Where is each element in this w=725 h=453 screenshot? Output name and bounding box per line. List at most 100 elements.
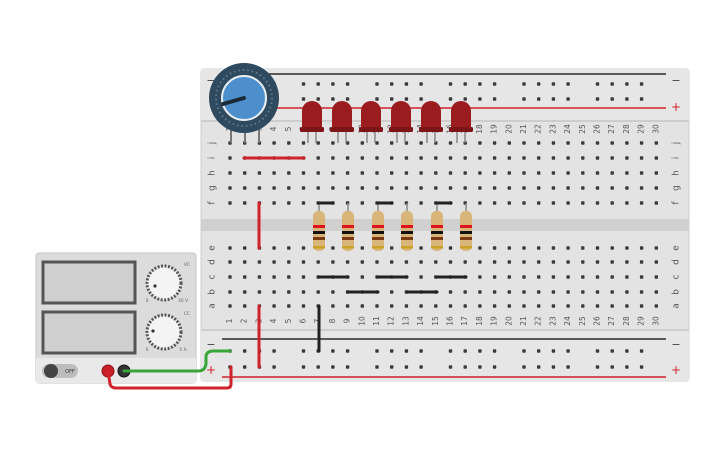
strip-hole[interactable] [419, 275, 423, 279]
resistor[interactable] [313, 203, 325, 251]
strip-hole[interactable] [610, 141, 614, 145]
rail-hole[interactable] [463, 349, 467, 353]
strip-hole[interactable] [566, 275, 570, 279]
strip-hole[interactable] [581, 156, 585, 160]
strip-hole[interactable] [301, 201, 306, 205]
strip-hole[interactable] [581, 141, 585, 145]
strip-hole[interactable] [566, 186, 570, 190]
strip-hole[interactable] [331, 171, 335, 175]
strip-hole[interactable] [581, 201, 585, 205]
strip-hole[interactable] [404, 304, 409, 308]
strip-hole[interactable] [507, 290, 511, 294]
rail-hole[interactable] [331, 97, 335, 101]
rail-hole[interactable] [537, 82, 541, 86]
strip-hole[interactable] [522, 141, 526, 145]
strip-hole[interactable] [551, 201, 556, 205]
strip-hole[interactable] [654, 275, 658, 279]
rail-hole[interactable] [404, 97, 409, 101]
rail-hole[interactable] [478, 82, 482, 86]
strip-hole[interactable] [478, 201, 482, 205]
rail-hole[interactable] [375, 349, 379, 353]
strip-hole[interactable] [566, 156, 570, 160]
rail-hole[interactable] [463, 365, 467, 369]
rail-hole[interactable] [331, 82, 335, 86]
strip-hole[interactable] [551, 304, 556, 308]
strip-hole[interactable] [463, 171, 467, 175]
rail-hole[interactable] [448, 82, 453, 86]
strip-hole[interactable] [287, 304, 291, 308]
strip-hole[interactable] [434, 186, 438, 190]
strip-hole[interactable] [228, 290, 232, 294]
strip-hole[interactable] [522, 290, 526, 294]
strip-hole[interactable] [639, 201, 644, 205]
rail-hole[interactable] [595, 349, 600, 353]
current-knob[interactable] [145, 313, 183, 351]
strip-hole[interactable] [301, 260, 306, 264]
strip-hole[interactable] [639, 304, 644, 308]
strip-hole[interactable] [566, 246, 570, 250]
strip-hole[interactable] [448, 141, 453, 145]
strip-hole[interactable] [331, 156, 335, 160]
rail-hole[interactable] [478, 349, 482, 353]
led[interactable] [359, 101, 383, 143]
rail-hole[interactable] [301, 97, 306, 101]
rail-hole[interactable] [301, 82, 306, 86]
rail-hole[interactable] [404, 349, 409, 353]
wire-red-supply[interactable] [106, 365, 233, 390]
strip-hole[interactable] [581, 186, 585, 190]
rail-hole[interactable] [375, 82, 379, 86]
resistor[interactable] [431, 203, 443, 251]
strip-hole[interactable] [595, 275, 600, 279]
strip-hole[interactable] [639, 156, 644, 160]
strip-hole[interactable] [228, 201, 232, 205]
strip-hole[interactable] [243, 260, 247, 264]
strip-hole[interactable] [257, 171, 262, 175]
strip-hole[interactable] [551, 186, 556, 190]
rail-hole[interactable] [345, 349, 350, 353]
rail-hole[interactable] [551, 82, 556, 86]
strip-hole[interactable] [581, 171, 585, 175]
rail-hole[interactable] [537, 97, 541, 101]
strip-hole[interactable] [610, 260, 614, 264]
strip-hole[interactable] [419, 141, 423, 145]
rail-hole[interactable] [610, 365, 614, 369]
rail-hole[interactable] [419, 82, 423, 86]
rail-hole[interactable] [595, 82, 600, 86]
strip-hole[interactable] [390, 260, 394, 264]
strip-hole[interactable] [566, 260, 570, 264]
led[interactable] [419, 101, 443, 143]
rail-hole[interactable] [463, 97, 467, 101]
strip-hole[interactable] [243, 304, 247, 308]
rail-hole[interactable] [639, 365, 644, 369]
strip-hole[interactable] [243, 186, 247, 190]
rail-hole[interactable] [331, 365, 335, 369]
strip-hole[interactable] [492, 304, 497, 308]
strip-hole[interactable] [537, 141, 541, 145]
strip-hole[interactable] [448, 186, 453, 190]
led-array[interactable] [300, 101, 473, 143]
strip-hole[interactable] [360, 260, 364, 264]
strip-hole[interactable] [610, 290, 614, 294]
strip-hole[interactable] [257, 275, 262, 279]
strip-hole[interactable] [243, 275, 247, 279]
strip-hole[interactable] [272, 304, 276, 308]
strip-hole[interactable] [228, 304, 232, 308]
strip-hole[interactable] [654, 141, 658, 145]
strip-hole[interactable] [537, 275, 541, 279]
strip-hole[interactable] [448, 171, 453, 175]
strip-hole[interactable] [625, 201, 629, 205]
strip-hole[interactable] [654, 186, 658, 190]
strip-hole[interactable] [316, 141, 320, 145]
rail-hole[interactable] [610, 97, 614, 101]
strip-hole[interactable] [419, 156, 423, 160]
strip-hole[interactable] [345, 156, 350, 160]
strip-hole[interactable] [507, 186, 511, 190]
strip-hole[interactable] [375, 260, 379, 264]
strip-hole[interactable] [507, 156, 511, 160]
strip-hole[interactable] [243, 171, 247, 175]
strip-hole[interactable] [654, 156, 658, 160]
strip-hole[interactable] [419, 201, 423, 205]
strip-hole[interactable] [316, 156, 320, 160]
strip-hole[interactable] [360, 156, 364, 160]
